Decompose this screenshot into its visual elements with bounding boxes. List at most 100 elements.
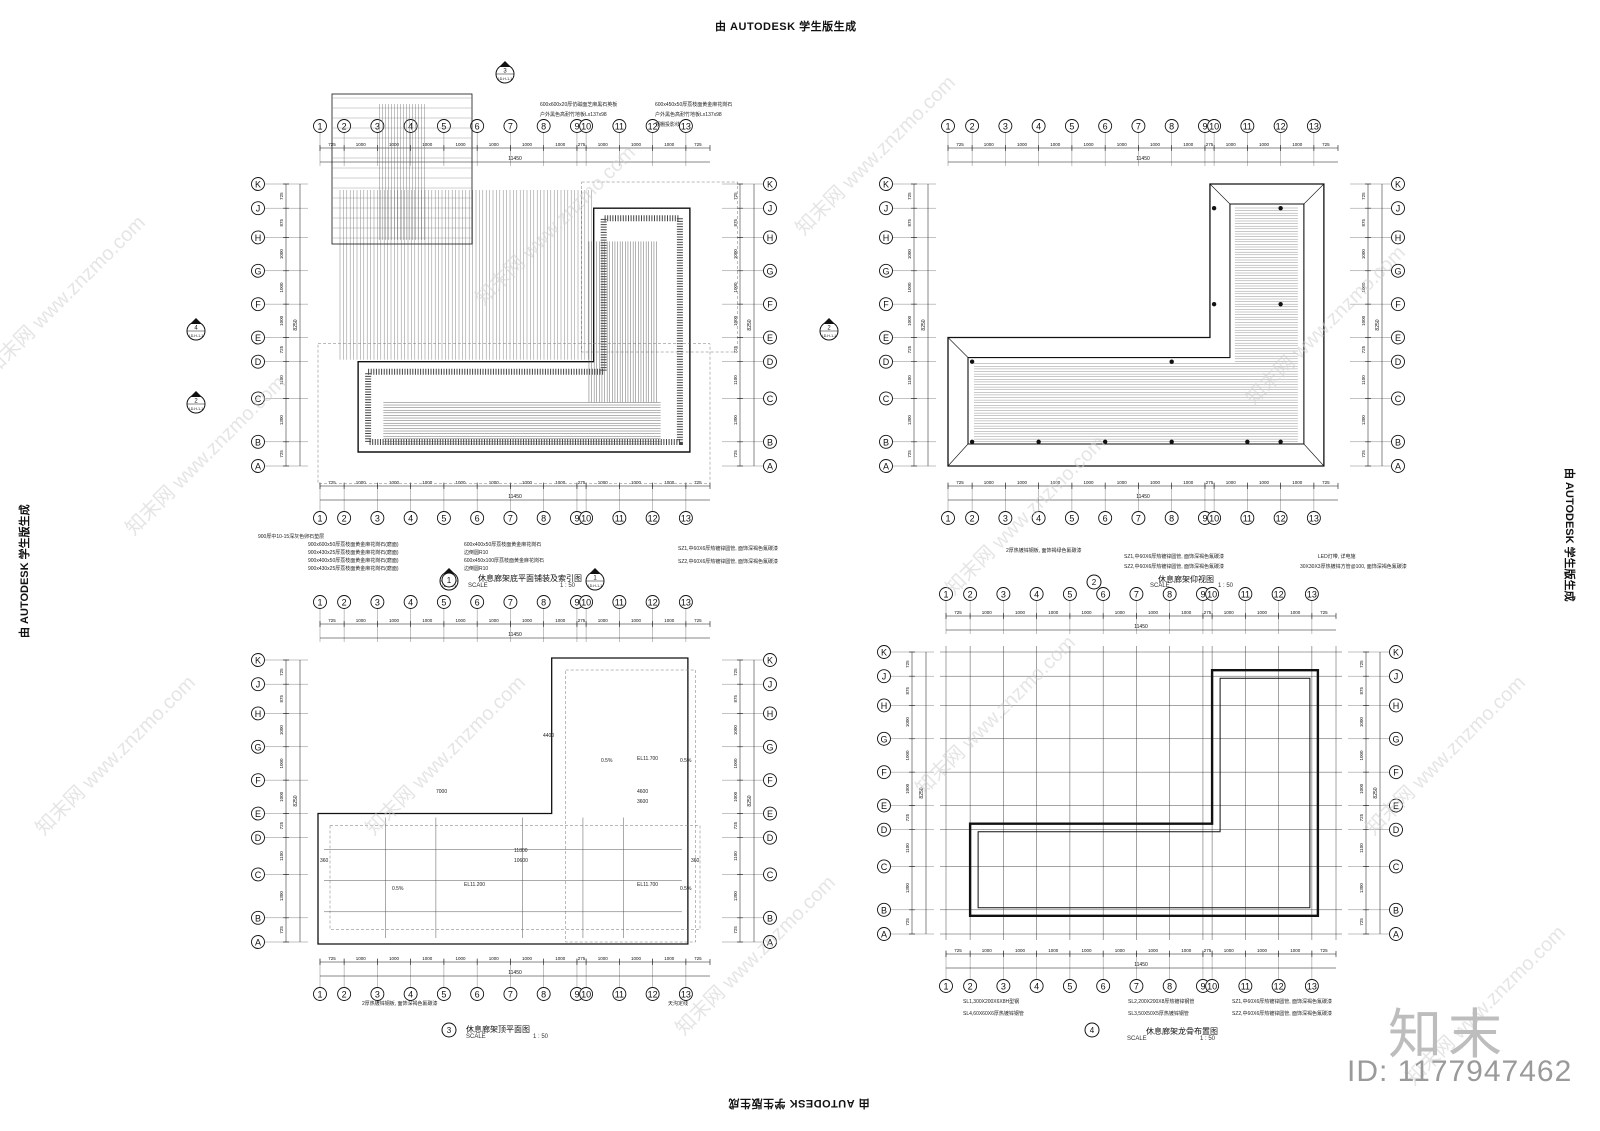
dim-text-1: 1000 <box>984 480 995 485</box>
column-axis-bubble-8 <box>1162 979 1177 993</box>
row-axis-bubble-A <box>877 927 891 941</box>
row-axis-bubble-H <box>763 230 777 245</box>
dim-text-5: 1000 <box>1115 610 1126 615</box>
row-axis-bubble-B <box>1391 434 1405 449</box>
row-dim-text-6: 1100 <box>1359 843 1364 853</box>
row-dim-text-8: 725 <box>1361 450 1366 458</box>
column-marker <box>1278 301 1283 307</box>
column-axis-bubble-2 <box>963 587 978 601</box>
row-axis-label-E: E <box>1393 801 1399 811</box>
column-axis-label-11: 11 <box>1243 122 1252 132</box>
hip-line <box>1209 183 1231 205</box>
column-axis-label-11: 11 <box>615 598 624 608</box>
column-axis-bubble-6 <box>1096 979 1111 993</box>
row-axis-bubble-A <box>879 459 893 473</box>
row-axis-label-A: A <box>255 938 261 948</box>
dim-text-1: 1000 <box>356 618 367 623</box>
row-dim-text-2: 1000 <box>1361 249 1366 260</box>
dim-text-1: 1000 <box>356 956 367 961</box>
dim-total-text: 11450 <box>1136 494 1150 500</box>
row-dim-text-3: 1000 <box>279 282 284 293</box>
column-axis-label-13: 13 <box>1309 122 1319 132</box>
column-axis-label-4: 4 <box>408 514 413 524</box>
row-dim-text-7: 1300 <box>279 891 284 902</box>
row-dim-text-5: 725 <box>905 813 910 821</box>
row-axis-label-A: A <box>255 462 261 472</box>
row-axis-label-A: A <box>767 938 773 948</box>
row-dim-total-text: 8250 <box>747 795 753 806</box>
row-dim-text-2: 1000 <box>905 717 910 728</box>
row-dim-total-text: 8250 <box>293 795 299 806</box>
column-marker <box>1245 439 1250 445</box>
dim-text-4: 1000 <box>1082 610 1093 615</box>
column-axis-bubble-7 <box>1129 587 1144 601</box>
row-axis-bubble-F <box>251 773 265 788</box>
row-dim-text-7: 1300 <box>1361 415 1366 426</box>
row-dim-text-7: 1300 <box>1359 883 1364 894</box>
row-axis-bubble-D <box>1391 354 1405 369</box>
row-axis-bubble-H <box>251 230 265 245</box>
dim-text-3: 1000 <box>1048 610 1059 615</box>
drawing-scale-1: 1 : 50 <box>560 583 576 589</box>
row-axis-bubble-H <box>879 230 893 245</box>
row-axis-label-K: K <box>883 180 889 190</box>
entry-walkway <box>331 93 473 245</box>
row-dim-text-6: 1100 <box>733 851 738 861</box>
row-dim-text-5: 725 <box>907 345 912 353</box>
column-marker <box>1169 359 1174 364</box>
dim-text-11: 1000 <box>664 618 675 623</box>
row-axis-bubble-K <box>251 177 265 191</box>
row-dim-text-5: 725 <box>1359 813 1364 821</box>
dim-text-7: 1000 <box>555 956 566 961</box>
row-axis-bubble-J <box>879 201 893 216</box>
column-axis-bubble-4 <box>403 511 418 525</box>
section-mark-ref: LD-H-1-1 <box>588 584 602 588</box>
row-axis-label-D: D <box>255 357 262 367</box>
row-axis-label-F: F <box>767 300 773 310</box>
column-axis-label-9: 9 <box>574 598 579 608</box>
dim-text-1: 1000 <box>356 142 367 147</box>
column-axis-label-2: 2 <box>968 982 973 992</box>
column-axis-label-12: 12 <box>648 598 658 608</box>
dim-text-4: 1000 <box>1084 142 1095 147</box>
column-axis-label-7: 7 <box>1134 982 1139 992</box>
dim-text-7: 1000 <box>555 618 566 623</box>
row-axis-label-J: J <box>1394 672 1399 682</box>
row-dim-text-1: 875 <box>1361 219 1366 227</box>
dim-text-11: 1000 <box>1290 948 1301 953</box>
section-mark-arrow <box>443 568 455 574</box>
column-axis-bubble-12 <box>645 987 660 1001</box>
row-dim-text-3: 1000 <box>279 758 284 769</box>
column-axis-bubble-11 <box>612 511 627 525</box>
row-axis-bubble-E <box>251 806 265 821</box>
row-dim-text-8: 725 <box>907 450 912 458</box>
note-3-0: 2厚热镀锌钢板, 面饰深褐色氟碳漆 <box>362 1001 438 1007</box>
row-axis-bubble-A <box>1391 459 1405 473</box>
row-axis-bubble-D <box>879 354 893 369</box>
column-axis-bubble-10 <box>1207 119 1222 133</box>
row-dim-text-4: 1000 <box>1361 315 1366 326</box>
dim-text-9: 1000 <box>1224 948 1235 953</box>
column-axis-bubble-12 <box>1273 119 1288 133</box>
drawing-title-4: 休息廊架龙骨布置图 <box>1146 1027 1218 1036</box>
row-dim-text-7: 1300 <box>279 415 284 426</box>
section-mark-arrow <box>589 568 601 574</box>
dim-text-10: 1000 <box>1259 480 1270 485</box>
column-axis-label-1: 1 <box>945 122 950 132</box>
dim-text-1: 1000 <box>982 948 993 953</box>
column-axis-bubble-11 <box>612 595 627 609</box>
note-1-4: 顶棚投影线 <box>655 122 681 128</box>
row-dim-text-0: 725 <box>1359 660 1364 668</box>
drawing-scale-label-1: SCALE <box>468 583 488 589</box>
column-axis-bubble-4 <box>1031 119 1046 133</box>
dim-text-4: 1000 <box>1082 948 1093 953</box>
column-axis-bubble-5 <box>1062 587 1077 601</box>
roof-dim-11800: 11800 <box>514 848 528 854</box>
dim-text-12: 725 <box>694 956 702 961</box>
row-axis-bubble-A <box>251 459 265 473</box>
dim-text-8: 275 <box>1204 610 1212 615</box>
row-axis-bubble-J <box>1391 201 1405 216</box>
row-axis-bubble-B <box>251 434 265 449</box>
row-axis-bubble-G <box>763 739 777 754</box>
